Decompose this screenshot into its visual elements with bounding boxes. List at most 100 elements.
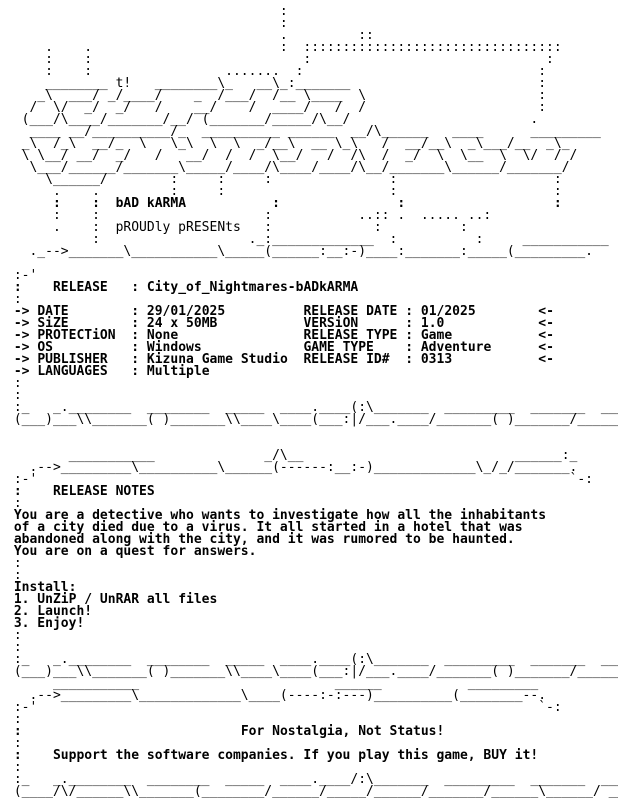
spacer — [6, 426, 618, 438]
logo-line: \ \__/ __/ _/ / __/ / / \__/ / /\ / _/ \… — [6, 148, 578, 163]
field-value: None — [146, 328, 179, 343]
notes-title-row: : RELEASE NOTES — [6, 484, 155, 499]
logo-line: (___/\____/_______/__/ (_______/_____/\_… — [6, 112, 539, 127]
logo-line: _\ /_\ __/_ \ \_\ \ \ _/__\ __ \_\ / __/… — [6, 136, 570, 151]
field-value: 01/2025 — [420, 304, 476, 319]
install-title: Install: — [13, 580, 77, 595]
release-row: -> SiZE : 24 x 50MB VERSiON : 1.0 <- — [6, 316, 554, 331]
field-label: GAME TYPE — [303, 340, 374, 355]
field-value: Adventure — [420, 340, 492, 355]
spacer: : — [6, 292, 22, 307]
nfo-document: : : . :: . . : :::::::::::::::::::::::::… — [6, 6, 618, 798]
logo-line: / \/ _/ _/ / __/ / ____/ / / : — [6, 100, 547, 115]
arrow-marker: <- — [538, 340, 554, 355]
spacer: : — [6, 760, 22, 775]
arrow-marker: <- — [538, 328, 554, 343]
logo-line: : — [6, 16, 288, 31]
field-label: PROTECTiON — [37, 328, 116, 343]
notes-box-bottom: :_ _.________ ________ _____ ____.____(:… — [13, 652, 618, 667]
field-value: 24 x 50MB — [146, 316, 218, 331]
release-row: -> LANGUAGES : Multiple — [6, 364, 210, 379]
logo-line: ________ t! ________\_ __\_:_______ : — [6, 76, 547, 91]
logo-line: ____ __/__________/_ __________ ______ _… — [6, 124, 601, 139]
field-value: Windows — [146, 340, 202, 355]
field-value: Kizuna Game Studio — [146, 352, 288, 367]
spacer: : — [6, 736, 22, 751]
logo-line: : — [6, 6, 288, 19]
release-row: -> OS : Windows GAME TYPE : Adventure <- — [6, 340, 554, 355]
release-box-bottom: :_ _.________ ________ _____ ____.____(:… — [13, 400, 618, 415]
notes-body-row: You are on a quest for answers. — [6, 544, 618, 559]
notes-body-row: of a city died due to a virus. It all st… — [6, 520, 618, 535]
release-box-top: :-' `-: — [13, 268, 38, 283]
support-notice: Support the software companies. If you p… — [52, 748, 539, 763]
install-step-row: 3. Enjoy! — [6, 616, 618, 631]
field-value: 1.0 — [420, 316, 445, 331]
spacer: : — [6, 376, 22, 391]
release-name: City_of_Nightmares-bADkARMA — [146, 280, 359, 295]
notes-line: abandoned along with the city, and it wa… — [13, 532, 515, 547]
logo-line: : : ....... : : — [6, 64, 547, 79]
notes-box-top: .-->_________\__________\______(------:_… — [6, 460, 578, 475]
install-title-row: Install: — [6, 580, 618, 595]
field-label: PUBLISHER — [37, 352, 108, 367]
spacer: : — [6, 640, 22, 655]
notes-box-top: :-' `-: — [6, 472, 593, 487]
notes-title: RELEASE NOTES — [52, 484, 155, 499]
install-step: 3. Enjoy! — [13, 616, 85, 631]
notes-line: of a city died due to a virus. It all st… — [13, 520, 523, 535]
logo-line: . : pROUDly pRESENts : : : — [6, 220, 468, 235]
group-name: bAD kARMA : : : — [115, 196, 562, 211]
notes-box-top: ___________ _/\__ ______:_ — [6, 448, 578, 463]
install-step: 2. Launch! — [13, 604, 93, 619]
nfo-text: : : . :: . . : :::::::::::::::::::::::::… — [6, 6, 618, 798]
field-value: Game — [420, 328, 453, 343]
field-label: VERSiON — [303, 316, 359, 331]
release-row: -> DATE : 29/01/2025 RELEASE DATE : 01/2… — [6, 304, 554, 319]
footer-box-top: ___________ ______ _________ — [6, 676, 539, 691]
logo-line: : : : ..:: . ..... ..: — [6, 208, 492, 223]
spacer: : — [6, 712, 22, 727]
notes-line: You are on a quest for answers. — [13, 544, 257, 559]
footer-box-top: :-' `-: — [6, 700, 562, 715]
footer-box-bottom: (____/\/______\\_______(________/______/… — [6, 784, 618, 798]
field-value: Multiple — [146, 364, 210, 379]
field-value: 0313 — [420, 352, 453, 367]
notes-body-row: You are a detective who wants to investi… — [6, 508, 618, 523]
release-row: -> PROTECTiON : None RELEASE TYPE : Game… — [6, 328, 554, 343]
release-row: -> PUBLISHER : Kizuna Game Studio RELEAS… — [6, 352, 554, 367]
logo-line: : : : : — [6, 52, 554, 67]
install-step: 1. UnZiP / UnRAR all files — [13, 592, 218, 607]
spacer: : — [6, 388, 22, 403]
field-value: 29/01/2025 — [146, 304, 226, 319]
notes-box-bottom: (___)___\\_______( )_______\\____\____(_… — [13, 664, 618, 679]
support-row: : Support the software companies. If you… — [6, 748, 539, 763]
field-label: RELEASE DATE — [303, 304, 398, 319]
release-label: RELEASE — [52, 280, 108, 295]
release-row: : RELEASE : City_of_Nightmares-bADkARMA — [6, 280, 359, 295]
field-label: RELEASE ID# — [303, 352, 390, 367]
logo-line: . . : : : : — [6, 184, 562, 199]
logo-line: _\ ___/ _/____/ _ /___/ /__ \____ \ : — [6, 88, 547, 103]
footer-box-bottom: :_ _.________ ________ _____ ____.____/:… — [13, 772, 618, 787]
spacer: : — [6, 628, 22, 643]
spacer: : — [6, 556, 22, 571]
logo-line: . :: — [6, 28, 374, 43]
logo-line: ._-->_______\___________\_____(______:__… — [6, 244, 593, 259]
field-label: LANGUAGES — [37, 364, 108, 379]
install-step-row: 1. UnZiP / UnRAR all files — [6, 592, 618, 607]
notes-line: You are a detective who wants to investi… — [13, 508, 547, 523]
arrow-marker: <- — [538, 304, 554, 319]
release-box-bottom: (___)___\\_______( )_______\\____\____(_… — [13, 412, 618, 427]
tagline: For Nostalgia, Not Status! — [240, 724, 445, 739]
spacer: : — [6, 568, 22, 583]
notes-body-row: abandoned along with the city, and it wa… — [6, 532, 618, 547]
logo-line: . . : ::::::::::::::::::::::::::::::::: — [6, 40, 562, 55]
field-label: SiZE — [37, 316, 69, 331]
field-label: DATE — [37, 304, 69, 319]
arrow-marker: <- — [538, 352, 554, 367]
footer-box-top: .-->_________\_____________\____(----:-:… — [6, 688, 547, 703]
logo-line: \___/______/_______\_____/____/\____/___… — [6, 160, 570, 175]
logo-line: : : bAD kARMA : : : — [6, 196, 562, 211]
field-label: RELEASE TYPE — [303, 328, 398, 343]
